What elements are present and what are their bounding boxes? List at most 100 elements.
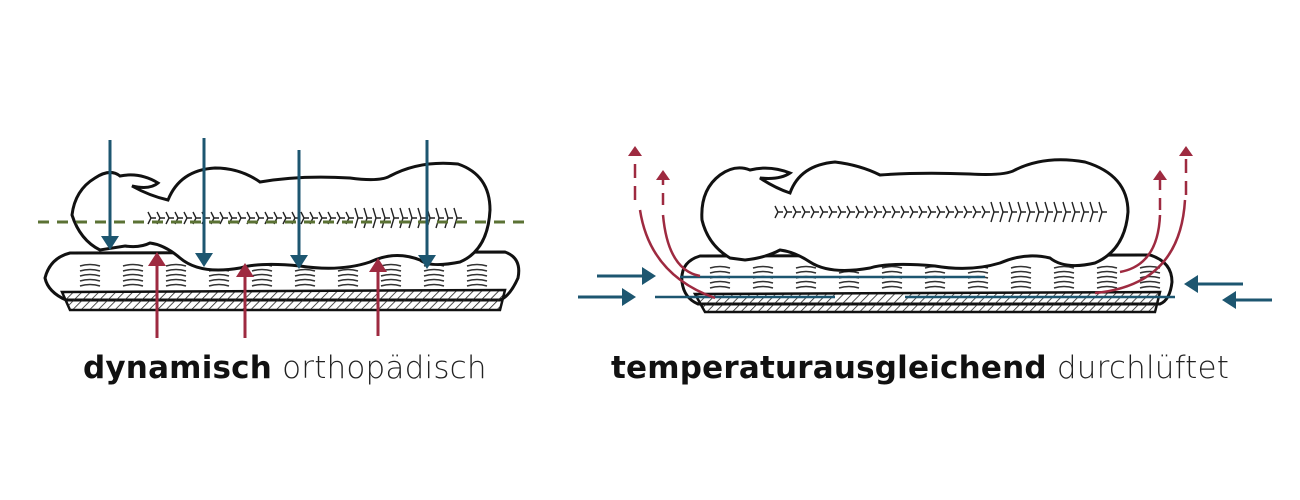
vertebra <box>354 207 363 229</box>
caption-bold: dynamisch <box>83 350 273 386</box>
vertebra <box>846 205 855 219</box>
spring-coil <box>1139 285 1161 289</box>
vertebra <box>165 211 174 225</box>
spring-coil <box>1096 285 1118 289</box>
spring-coil <box>1139 280 1161 284</box>
vertebra <box>1062 201 1071 223</box>
spring-coil <box>1096 280 1118 284</box>
vertebra <box>1017 201 1026 223</box>
vertebra <box>381 207 390 229</box>
spring-coil <box>165 263 187 267</box>
spring-coil <box>337 273 359 277</box>
panel-ventilated <box>578 146 1272 314</box>
spring-coil <box>1010 275 1032 279</box>
spring-coil <box>208 283 230 287</box>
spring-coil <box>881 280 903 284</box>
spring-coil <box>208 278 230 282</box>
spring-coil <box>208 273 230 277</box>
spring-coil <box>380 273 402 277</box>
spine <box>774 201 1107 223</box>
vertebra <box>837 205 846 219</box>
vertebra <box>363 207 372 229</box>
vertebra <box>909 205 918 219</box>
spring-coil <box>838 280 860 284</box>
vertebra <box>927 205 936 219</box>
spring-coil <box>709 285 731 289</box>
vertebra <box>1053 201 1062 223</box>
outflow-curve <box>1094 199 1187 295</box>
spring-coil <box>752 285 774 289</box>
spring-coil <box>709 280 731 284</box>
vertebra <box>810 205 819 219</box>
spring-coil <box>122 273 144 277</box>
vertebra <box>999 201 1008 223</box>
vertebra <box>954 205 963 219</box>
spring-coil <box>423 268 445 272</box>
outflow-curve <box>1119 214 1162 274</box>
spring-coil <box>466 278 488 282</box>
spring-coil <box>294 283 316 287</box>
warm-air-outflow-arrows <box>628 146 1193 300</box>
spring-coil <box>924 280 946 284</box>
spring-coil <box>79 273 101 277</box>
vertebra <box>981 205 990 219</box>
vertebra <box>1089 201 1098 223</box>
spring-coil <box>122 283 144 287</box>
airflow-lines <box>655 275 1175 299</box>
spring-coil <box>165 283 187 287</box>
spring-coil <box>423 283 445 287</box>
vertebra <box>282 211 291 225</box>
vertebra <box>453 207 462 229</box>
panel-orthopedic <box>38 138 532 338</box>
spring-coil <box>752 280 774 284</box>
spring-coil <box>380 278 402 282</box>
vertebra <box>819 205 828 219</box>
springs <box>79 263 488 287</box>
spring-coil <box>79 263 101 267</box>
vertebra <box>390 207 399 229</box>
spring-coil <box>1053 285 1075 289</box>
caption-bold: temperaturausgleichend <box>611 350 1047 386</box>
spring-coil <box>1096 270 1118 274</box>
vertebra <box>918 205 927 219</box>
spring-coil <box>337 283 359 287</box>
spring-coil <box>294 268 316 272</box>
outflow-curve <box>638 209 716 300</box>
spring-coil <box>795 285 817 289</box>
vertebra <box>1044 201 1053 223</box>
cool-air-inflow-arrows <box>578 267 1272 309</box>
spring-coil <box>423 278 445 282</box>
spring-coil <box>79 283 101 287</box>
spring-coil <box>752 270 774 274</box>
spring-coil <box>1096 275 1118 279</box>
spring-coil <box>1139 270 1161 274</box>
spring-coil <box>752 265 774 269</box>
vertebra <box>1071 201 1080 223</box>
spring-coil <box>380 283 402 287</box>
spring-coil <box>1096 265 1118 269</box>
vertebra <box>336 211 345 225</box>
vertebra <box>372 207 381 229</box>
spring-coil <box>466 263 488 267</box>
vertebra <box>936 205 945 219</box>
vertebra <box>774 205 783 219</box>
spring-coil <box>165 278 187 282</box>
outflow-curve <box>661 214 701 278</box>
caption-light: orthopädisch <box>282 350 487 386</box>
spring-coil <box>967 285 989 289</box>
spring-coil <box>1010 280 1032 284</box>
spring-coil <box>709 270 731 274</box>
vertebra <box>444 207 453 229</box>
spring-coil <box>122 278 144 282</box>
pressure-arrows <box>101 138 436 269</box>
vertebra <box>183 211 192 225</box>
vertebra <box>300 211 309 225</box>
vertebra <box>891 205 900 219</box>
vertebra <box>1035 201 1044 223</box>
vertebra <box>990 201 999 223</box>
caption-ventilated: temperaturausgleichend durchlüftet <box>611 350 1229 386</box>
spring-coil <box>795 270 817 274</box>
spring-coil <box>1139 275 1161 279</box>
spring-coil <box>466 283 488 287</box>
